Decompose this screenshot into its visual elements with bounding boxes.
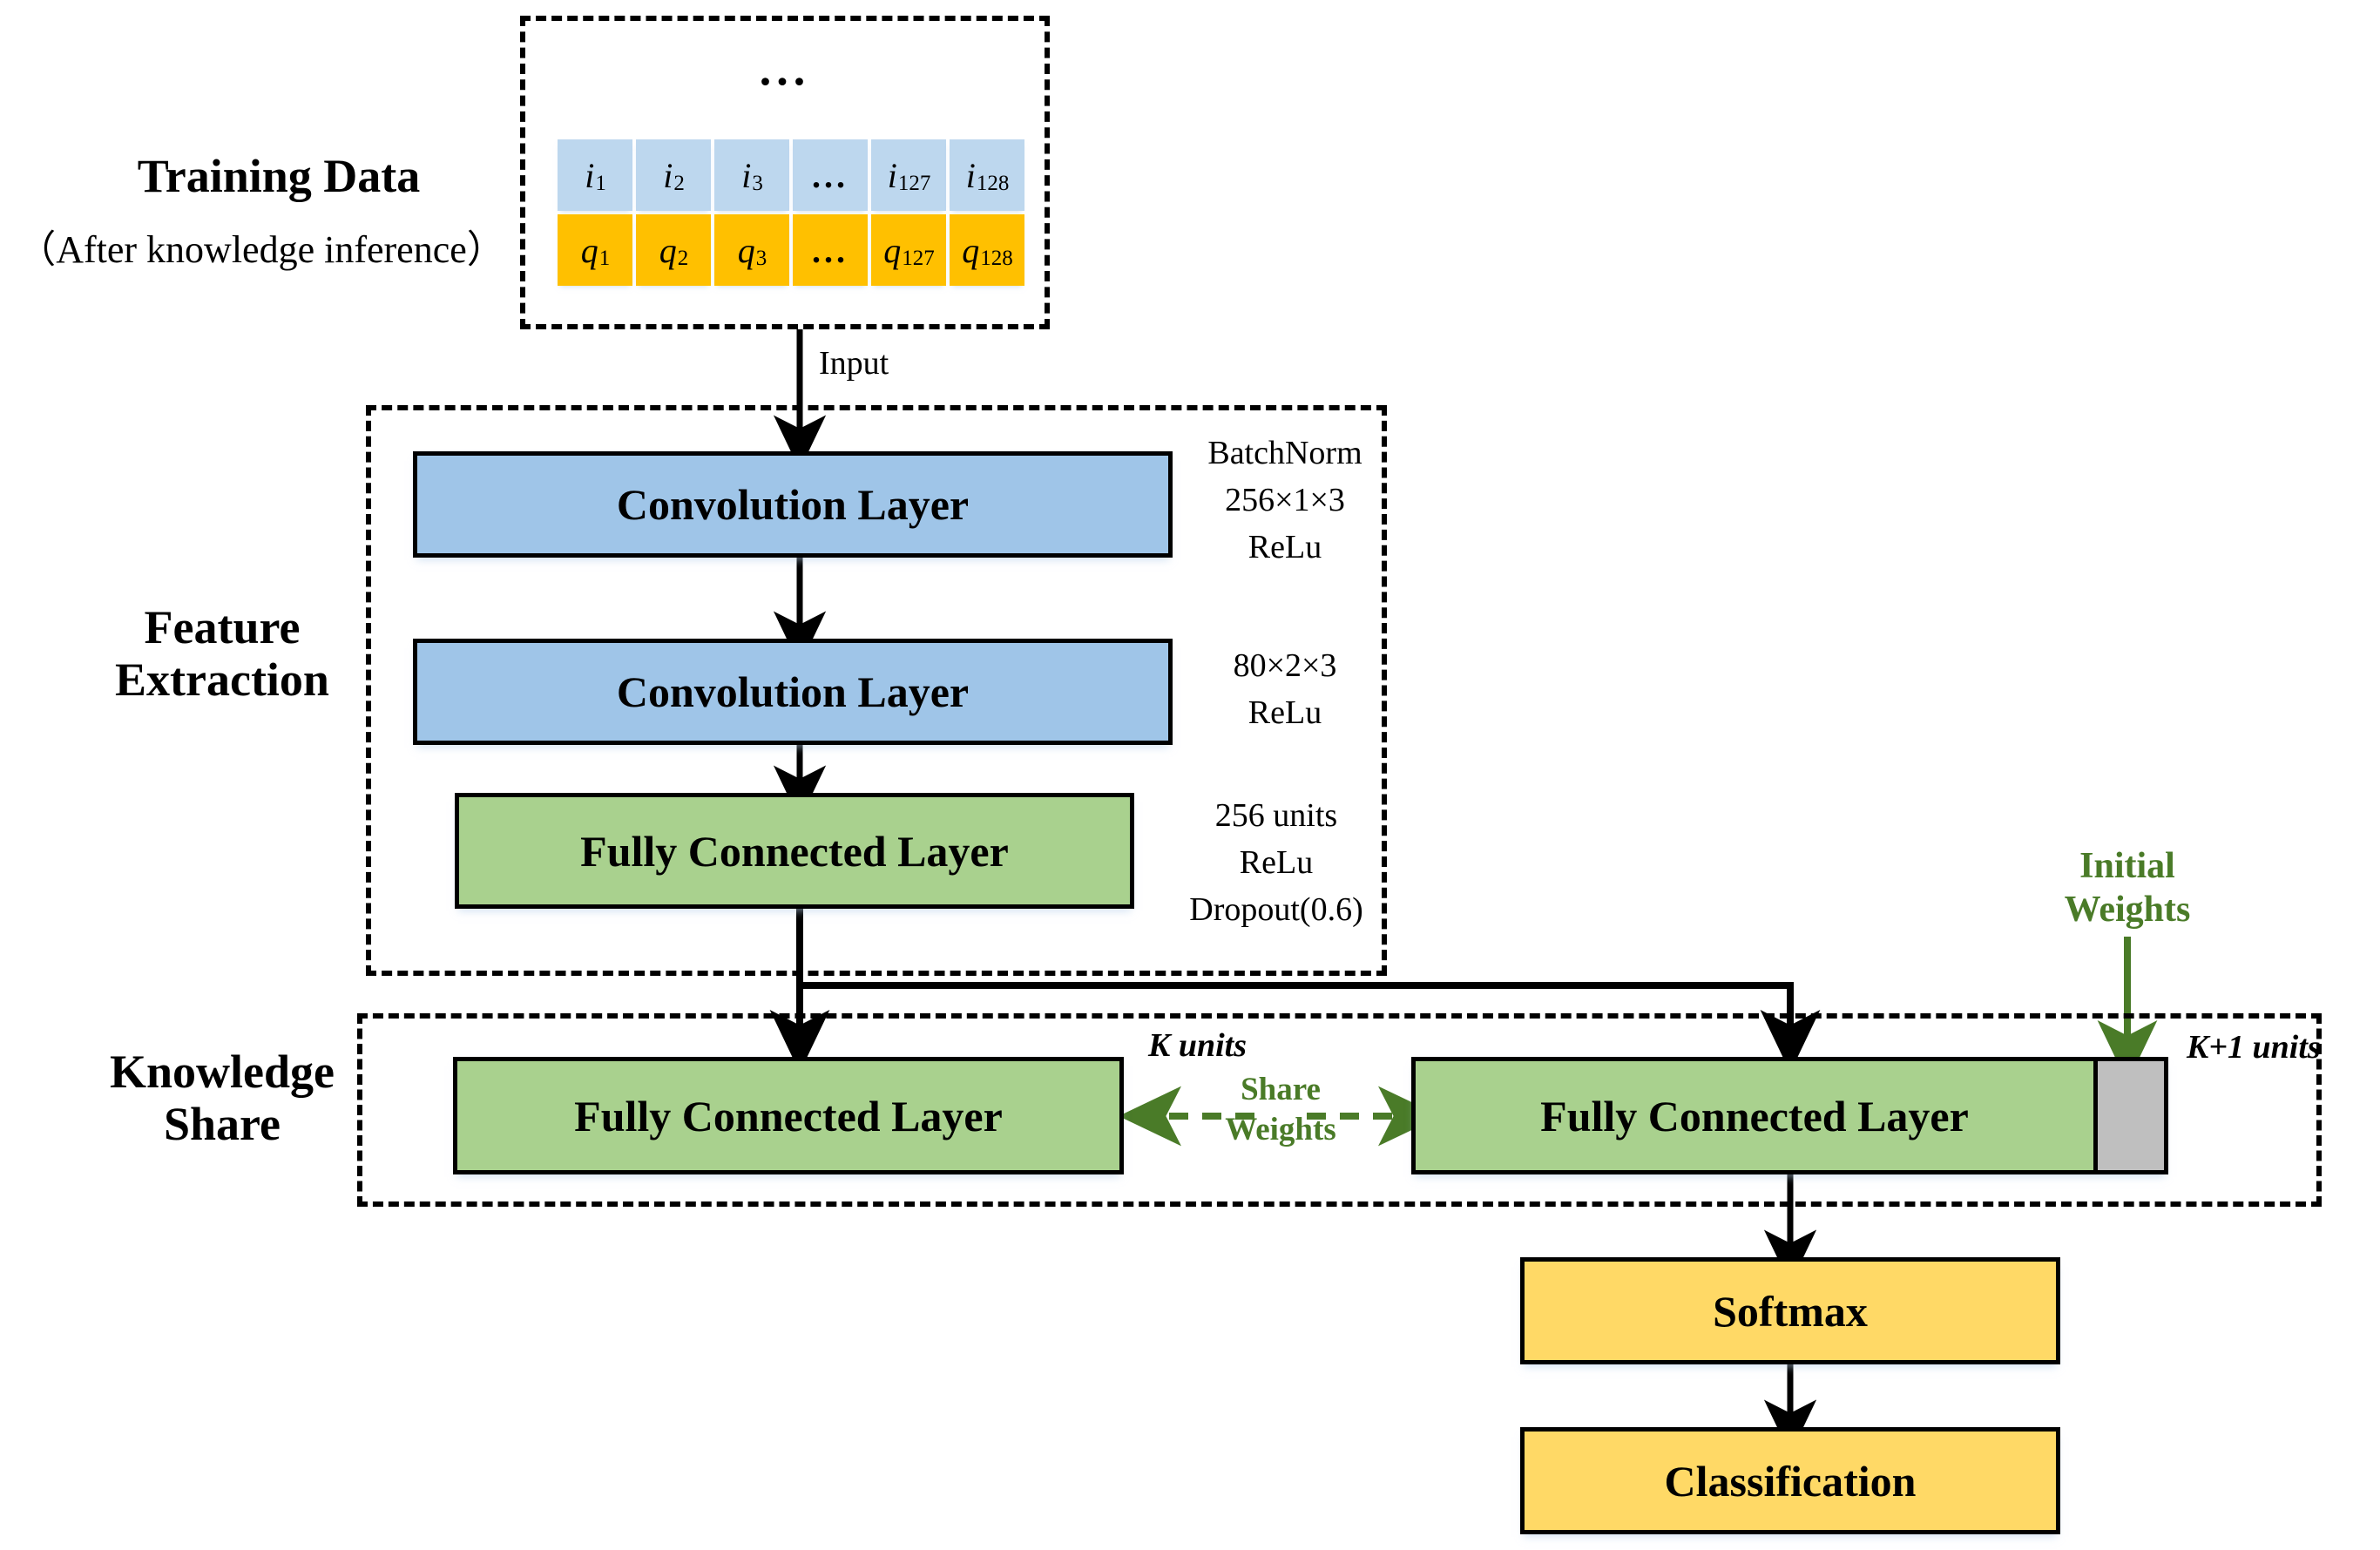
layer-fully-connected-shared-right: Fully Connected Layer <box>1411 1057 2168 1174</box>
section-sublabel-training-data: （After knowledge inference） <box>17 228 505 271</box>
data-cell-ellipsis: ... <box>793 214 868 286</box>
layer-title: Convolution Layer <box>616 480 970 529</box>
layer-title: Fully Connected Layer <box>574 1091 1003 1141</box>
layer-annotation-convolution-1: BatchNorm 256×1×3 ReLu <box>1207 435 1362 565</box>
block-classification: Classification <box>1520 1427 2060 1534</box>
layer-convolution-1: Convolution Layer <box>413 451 1173 558</box>
fc-main-units: Fully Connected Layer <box>1416 1061 2093 1170</box>
block-softmax: Softmax <box>1520 1257 2060 1364</box>
initial-weights-label: Initial Weights <box>2064 846 2191 930</box>
units-label-k: K units <box>1148 1027 1247 1064</box>
section-label-feature-extraction: Feature Extraction <box>115 601 329 707</box>
section-label-knowledge-share: Knowledge Share <box>109 1046 335 1151</box>
layer-annotation-fully-connected-1: 256 units ReLu Dropout(0.6) <box>1189 797 1363 928</box>
layer-fully-connected-shared-left: Fully Connected Layer <box>453 1057 1124 1174</box>
feature-extraction-group <box>366 405 1387 976</box>
knowledge-share-group <box>357 1013 2322 1207</box>
layer-title: Convolution Layer <box>616 667 970 716</box>
section-label-training-data: Training Data <box>137 150 421 202</box>
units-label-k-plus-1: K+1 units <box>2187 1029 2321 1066</box>
share-weights-label: Share Weights <box>1225 1072 1336 1148</box>
layer-fully-connected-1: Fully Connected Layer <box>455 793 1134 909</box>
layer-title: Fully Connected Layer <box>580 826 1009 876</box>
layer-convolution-2: Convolution Layer <box>413 639 1173 745</box>
training-data-ellipsis: ... <box>759 43 811 95</box>
layer-annotation-convolution-2: 80×2×3 ReLu <box>1233 647 1337 731</box>
data-cell-ellipsis: ... <box>793 139 868 211</box>
fc-extra-unit <box>2093 1061 2164 1170</box>
edge-label-input: Input <box>819 345 889 382</box>
block-title: Classification <box>1664 1456 1917 1506</box>
layer-title: Fully Connected Layer <box>1540 1091 1969 1141</box>
block-title: Softmax <box>1713 1286 1868 1336</box>
training-data-frame <box>520 16 1050 329</box>
